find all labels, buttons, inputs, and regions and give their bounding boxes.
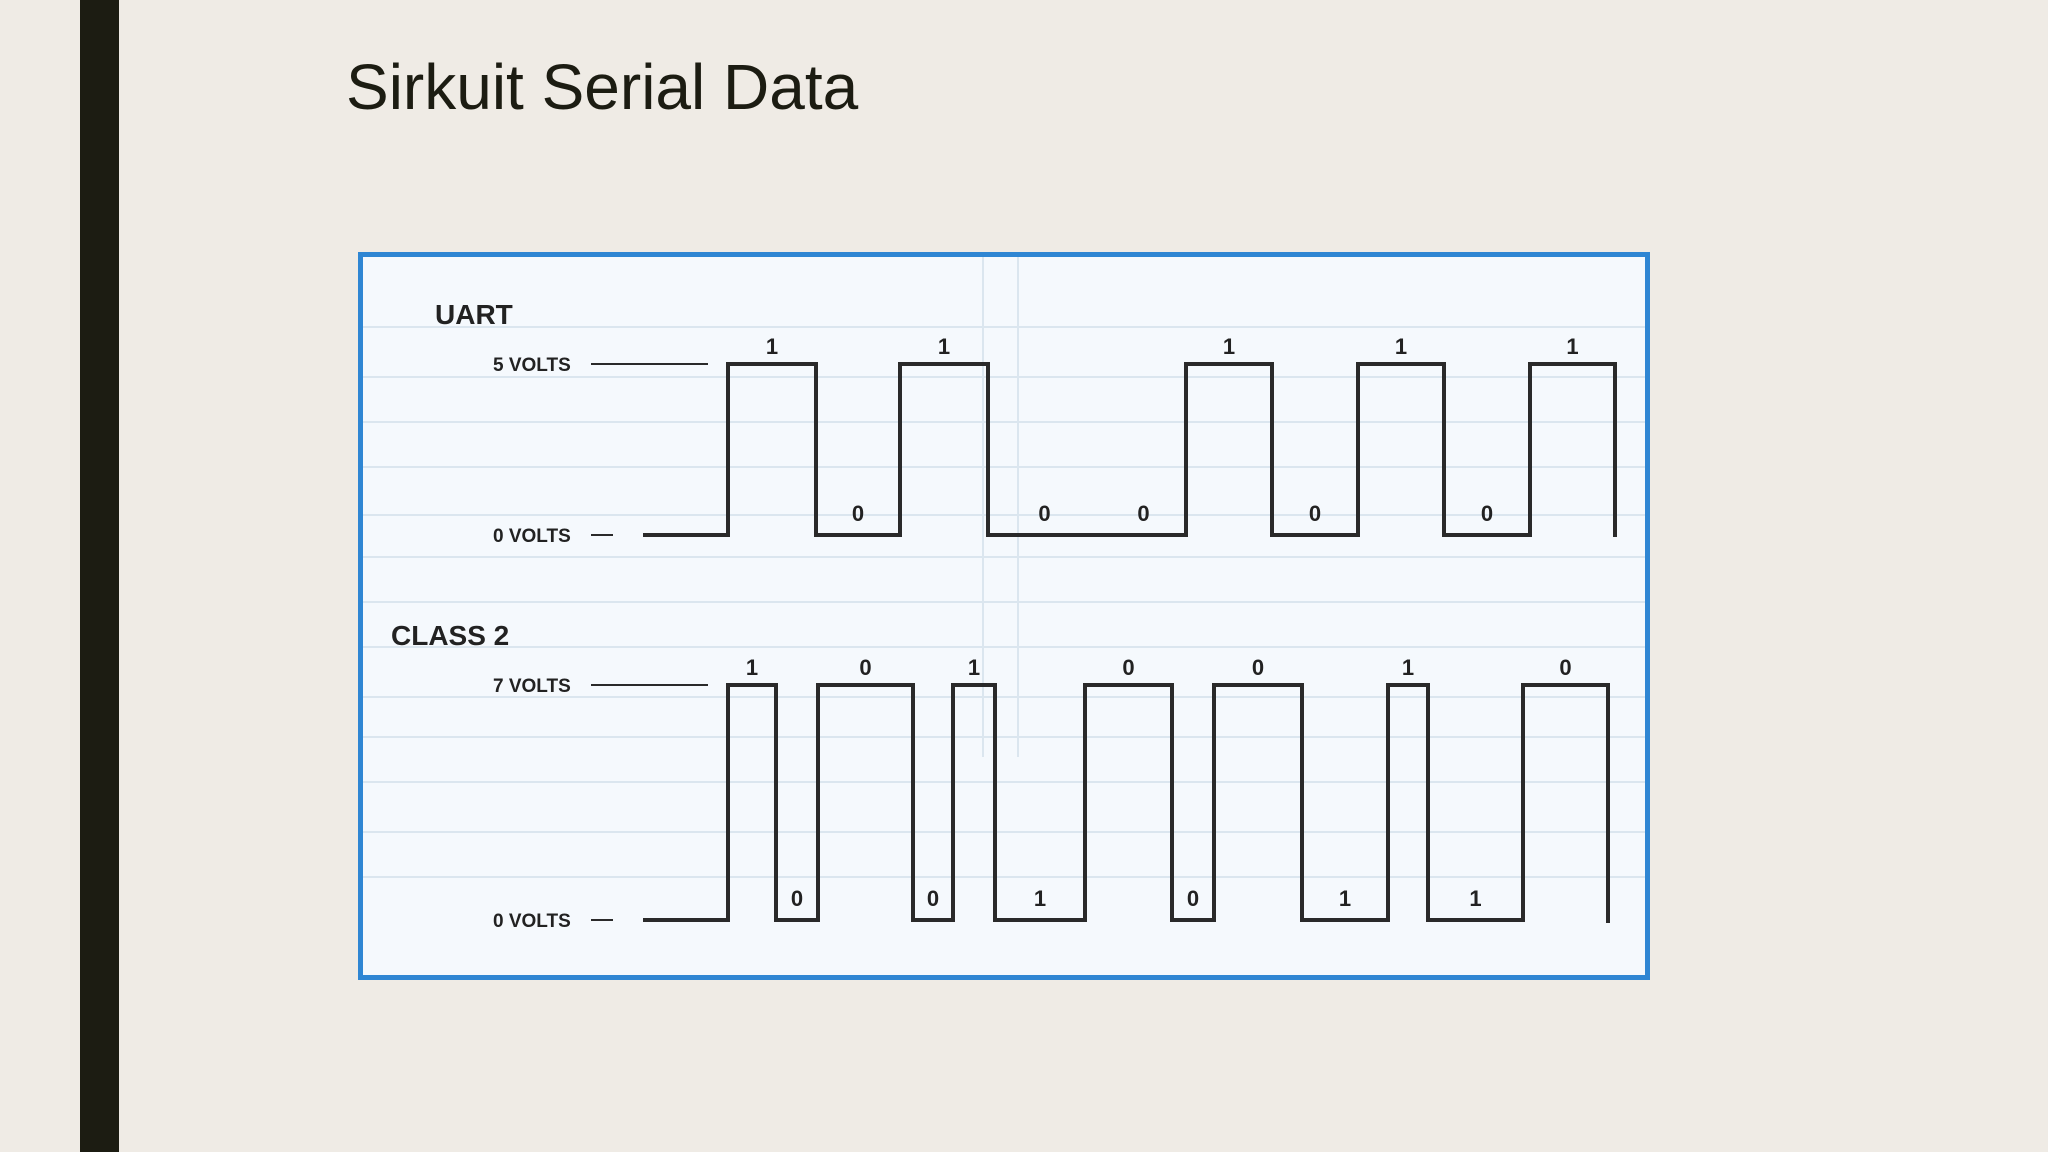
uart-signal-trace [643,362,1617,537]
uart-waveform: 1 0 1 0 0 1 0 1 0 1 [643,334,1617,537]
slide-accent-bar [80,0,119,1152]
class2-bit-label: 0 [1187,886,1199,911]
uart-title: UART [435,299,513,330]
class2-bit-label: 1 [1402,655,1414,680]
class2-title: CLASS 2 [391,620,509,651]
uart-bit-label: 1 [938,334,950,359]
class2-bit-label: 1 [1034,886,1046,911]
background-scan-lines [363,257,1645,878]
uart-bit-label: 0 [1309,501,1321,526]
uart-bit-label: 0 [852,501,864,526]
uart-bit-label: 0 [1137,501,1149,526]
uart-bit-label: 1 [1223,334,1235,359]
class2-high-voltage-label: 7 VOLTS [493,676,571,697]
uart-bit-label: 1 [1566,334,1578,359]
uart-low-voltage-label: 0 VOLTS [493,526,571,547]
class2-bit-label: 0 [859,655,871,680]
class2-bit-label: 0 [791,886,803,911]
class2-bit-label: 0 [1122,655,1134,680]
class2-bit-label: 1 [1469,886,1481,911]
class2-bit-label: 0 [1252,655,1264,680]
class2-bit-label: 1 [968,655,980,680]
slide-title: Sirkuit Serial Data [346,51,859,123]
class2-low-voltage-label: 0 VOLTS [493,911,571,932]
uart-bit-label: 0 [1481,501,1493,526]
class2-waveform: 1 0 0 0 1 1 0 0 0 1 1 1 0 [643,655,1610,923]
uart-bit-label: 0 [1038,501,1050,526]
class2-signal-trace [643,683,1610,923]
class2-bit-label: 0 [1559,655,1571,680]
class2-bit-label: 1 [746,655,758,680]
uart-high-voltage-label: 5 VOLTS [493,355,571,376]
uart-bit-label: 1 [766,334,778,359]
class2-bit-label: 0 [927,886,939,911]
uart-bit-label: 1 [1395,334,1407,359]
class2-bit-label: 1 [1339,886,1351,911]
